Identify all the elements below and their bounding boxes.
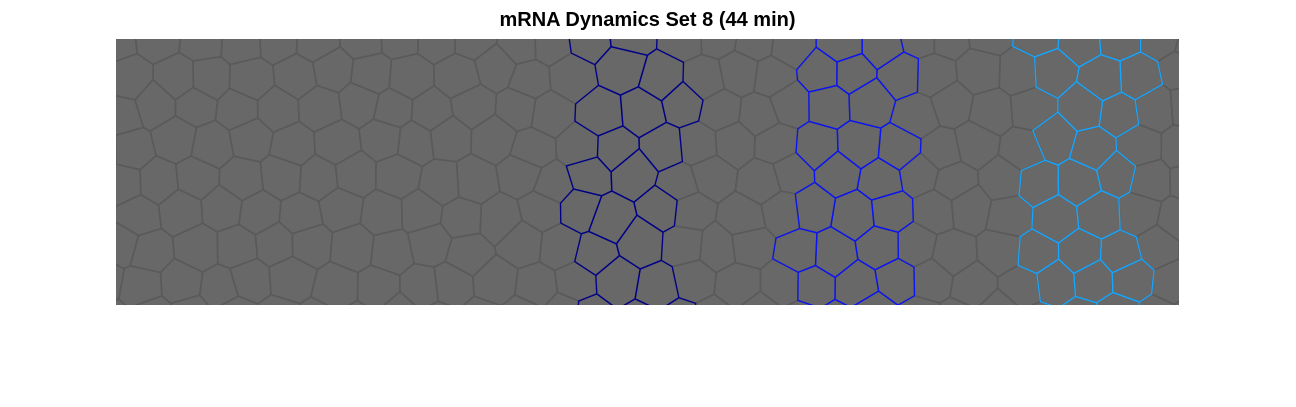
highlighted-cell-outline (623, 298, 650, 305)
highlighted-cell-outline (824, 298, 848, 305)
highlighted-cell-outline (1095, 291, 1141, 305)
highlighted-cell-outline (666, 296, 697, 305)
cell-outline (938, 296, 971, 305)
cell-outline (786, 299, 814, 305)
cell-outline (501, 293, 539, 305)
highlighted-cell-outline (577, 293, 614, 305)
highlighted-cell-outline (1061, 295, 1098, 305)
highlight-band-1 (559, 39, 704, 305)
highlight-band-3 (1012, 39, 1164, 305)
image-background (116, 39, 1179, 305)
cell-outline (740, 290, 780, 305)
highlighted-cell-outline (853, 290, 899, 305)
cell-outline (169, 294, 210, 305)
cell-outline (134, 294, 172, 305)
cell-outline (299, 295, 330, 305)
cell-outline (694, 293, 731, 305)
cell-outline (462, 295, 503, 305)
cell-outline (382, 290, 416, 305)
highlight-band-2 (771, 39, 922, 305)
highlighted-cell-outline (874, 257, 916, 305)
cell-image-panel (116, 39, 1179, 305)
cell-tissue-image (116, 39, 1179, 305)
cell-outline (220, 295, 259, 305)
figure-title: mRNA Dynamics Set 8 (44 min) (499, 9, 796, 31)
cell-outline (978, 287, 1019, 305)
cell-outline (257, 293, 301, 305)
highlighted-cell-outline (634, 259, 680, 305)
cell-outline (1155, 194, 1179, 242)
cell-outline (1169, 87, 1179, 127)
cell-outline (544, 291, 580, 305)
